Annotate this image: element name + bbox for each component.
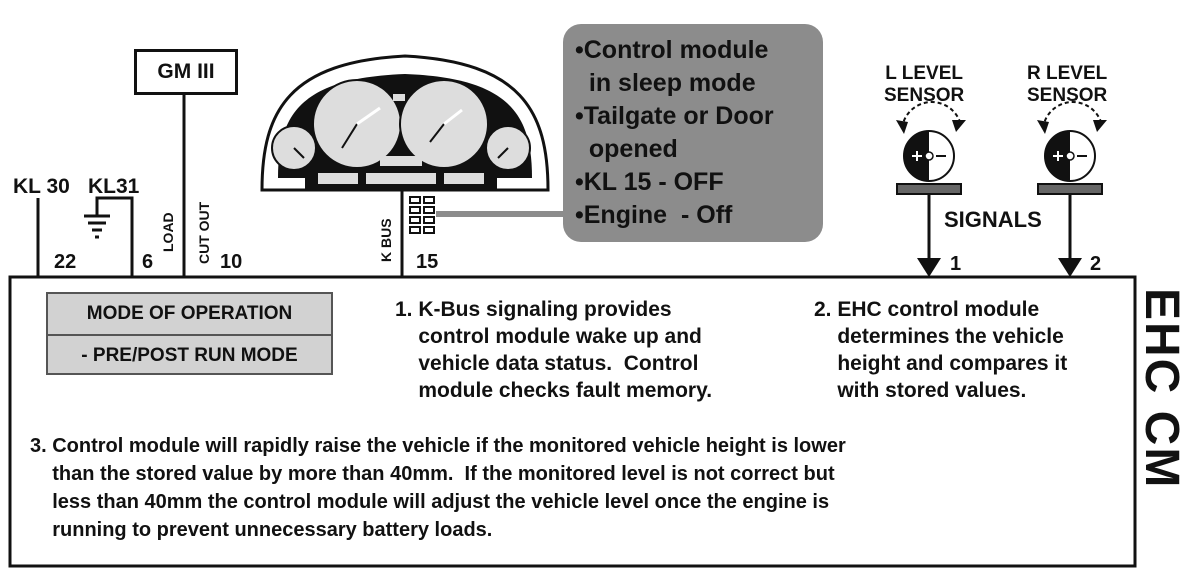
condition-item: •KL 15 - OFF [575, 168, 724, 196]
kl30-label: KL 30 [13, 175, 70, 198]
pin-15: 15 [416, 251, 439, 273]
condition-item: •Tailgate or Door opened [575, 102, 774, 163]
gm3-module: GM III [134, 49, 238, 95]
load-label: LOAD [160, 212, 176, 252]
condition-item: •Engine - Off [575, 201, 733, 229]
paragraph-1: 1. K-Bus signaling provides control modu… [395, 298, 713, 402]
left-sensor-icon [896, 101, 966, 195]
kbus-label: K BUS [378, 218, 394, 262]
right-sensor-label: R LEVEL SENSOR [1027, 63, 1108, 106]
cutout-label: CUT OUT [196, 201, 212, 264]
instrument-cluster-icon [260, 54, 550, 192]
condition-item: •Control module in sleep mode [575, 36, 769, 97]
left-sensor-label: L LEVEL SENSOR [884, 63, 965, 106]
signals-label: SIGNALS [944, 207, 1042, 232]
kl31-label: KL31 [88, 175, 140, 198]
gm3-label: GM III [157, 60, 215, 83]
paragraph-3: 3. Control module will rapidly raise the… [30, 435, 846, 541]
pin-2: 2 [1090, 253, 1102, 275]
mode-title: MODE OF OPERATION [48, 294, 331, 336]
ehc-module-box [8, 275, 1137, 568]
paragraph-2: 2. EHC control module determines the veh… [814, 298, 1068, 402]
conditions-callout: •Control module in sleep mode •Tailgate … [563, 24, 823, 242]
pin-1: 1 [950, 253, 962, 275]
right-sensor-icon [1037, 101, 1107, 195]
mode-value: - PRE/POST RUN MODE [81, 345, 298, 366]
data-signal-icon [409, 196, 435, 234]
module-name: EHC CM [1135, 288, 1188, 490]
left-signal-arrow [917, 258, 941, 277]
pin-22: 22 [54, 251, 77, 273]
mode-of-operation-box: MODE OF OPERATION - PRE/POST RUN MODE [46, 292, 333, 375]
ground-icon [84, 214, 110, 239]
pin-10: 10 [220, 251, 243, 273]
kl31-wire [95, 196, 134, 277]
right-signal-arrow [1058, 258, 1082, 277]
pin-6: 6 [142, 251, 154, 273]
